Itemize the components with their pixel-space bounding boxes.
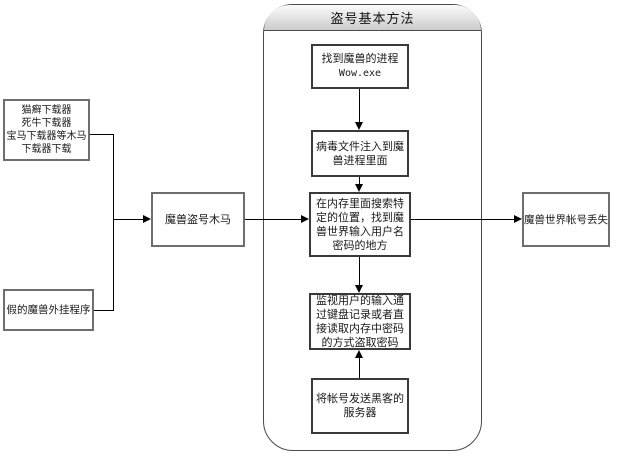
arrowhead-right-icon [143,215,151,223]
node-account-lost: 魔兽世界帐号丢失 [522,192,610,247]
connector-line [359,177,360,184]
node-label: 监视用户的输入通过键盘记录或者直接读取内存中密码的方式盗取密码 [316,293,404,349]
node-line: 死牛下载器 [21,118,72,129]
connector-line [113,134,114,311]
connector-line [113,219,143,220]
node-label: 假的魔兽外挂程序 [6,304,91,316]
node-inject-virus: 病毒文件注入到魔兽进程里面 [311,130,409,177]
node-find-process: 找到魔兽的进程 Wow.exe [311,44,409,89]
connector-line [359,358,360,378]
arrowhead-right-icon [301,215,309,223]
arrowhead-down-icon [355,184,363,192]
node-line: 找到魔兽的进程 [321,52,399,65]
node-label: 魔兽世界帐号丢失 [524,213,608,226]
connector-line [359,257,360,285]
arrowhead-right-icon [514,215,522,223]
node-monitor-input: 监视用户的输入通过键盘记录或者直接读取内存中密码的方式盗取密码 [309,293,411,350]
connector-line [90,134,114,135]
node-label: 在内存里面搜索特定的位置，找到魔兽世界输入用户名密码的地方 [316,196,404,252]
node-line: 猫癣下载器 [21,105,72,116]
group-header: 盗号基本方法 [264,5,481,31]
node-label: 将帐号发送黑客的服务器 [316,392,404,419]
connector-line [245,219,301,220]
node-label: 病毒文件注入到魔兽进程里面 [316,139,404,167]
node-line: 宝马下载器等木马 [6,131,87,142]
node-fake-plugin: 假的魔兽外挂程序 [3,289,94,331]
arrowhead-down-icon [355,285,363,293]
connector-line [94,310,114,311]
group-title: 盗号基本方法 [330,12,415,27]
connector-line [411,219,514,220]
arrowhead-up-icon [355,350,363,358]
node-search-memory: 在内存里面搜索特定的位置，找到魔兽世界输入用户名密码的地方 [309,192,411,257]
node-line: Wow.exe [338,68,382,79]
node-downloader-trojans: 猫癣下载器 死牛下载器 宝马下载器等木马 下载器下载 [3,99,90,161]
arrowhead-down-icon [355,122,363,130]
connector-line [359,89,360,122]
node-wow-trojan: 魔兽盗号木马 [151,192,245,247]
node-label: 魔兽盗号木马 [165,212,231,226]
node-send-to-server: 将帐号发送黑客的服务器 [311,378,409,434]
node-line: 下载器下载 [21,144,72,155]
